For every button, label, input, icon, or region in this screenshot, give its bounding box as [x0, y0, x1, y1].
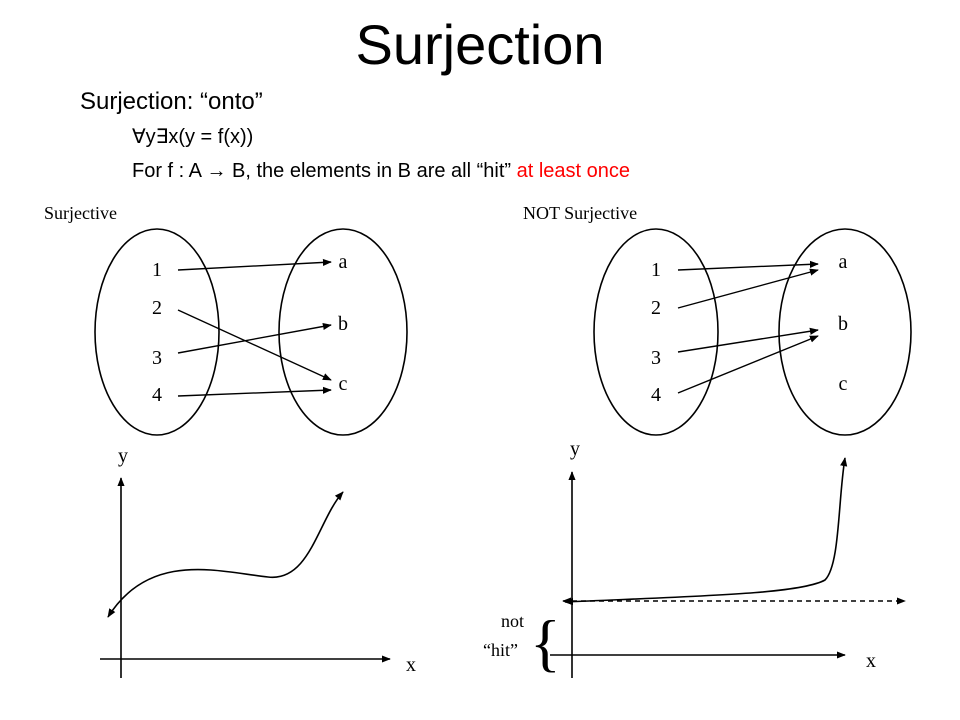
codomain-element: a	[839, 251, 848, 273]
codomain-element: b	[838, 313, 848, 335]
mapping-arrow	[677, 268, 819, 309]
mapping-arrow	[177, 309, 332, 381]
domain-element: 1	[152, 259, 162, 281]
codomain-element: a	[339, 251, 348, 273]
domain-element: 4	[152, 384, 162, 406]
mapping-arrow	[177, 386, 332, 397]
domain-element: 2	[651, 297, 661, 319]
surjective-label: Surjective	[44, 203, 117, 223]
y-axis-label: y	[118, 445, 128, 467]
domain-element: 1	[651, 259, 661, 281]
not-hit-label-line2: “hit”	[483, 640, 518, 660]
mapping-arrow	[177, 322, 332, 354]
codomain-element: b	[338, 313, 348, 335]
not-surjective-diagram: NOT Surjective 1 2 3 4 a b c	[523, 203, 912, 436]
surjective-diagram: Surjective 1 2 3 4 a b c	[44, 203, 408, 436]
y-axis-label: y	[570, 438, 580, 460]
surjective-graph: y x	[100, 445, 416, 678]
x-axis-label: x	[866, 650, 876, 672]
domain-element: 4	[651, 384, 661, 406]
codomain-set-B	[778, 228, 912, 436]
not-surjective-graph: y x not “hit” {	[483, 438, 906, 678]
slide-subtitle: Surjection: “onto”	[80, 88, 263, 115]
not-surjective-label: NOT Surjective	[523, 203, 637, 223]
codomain-element: c	[339, 373, 348, 395]
mapping-arrow	[677, 260, 819, 271]
mapping-arrow	[677, 327, 819, 353]
domain-element: 2	[152, 297, 162, 319]
description-highlight: at least once	[516, 160, 631, 182]
description-text: For f : A → B, the elements in B are all…	[132, 160, 517, 182]
codomain-element: c	[839, 373, 848, 395]
domain-element: 3	[651, 347, 661, 369]
mapping-arrow	[177, 258, 332, 271]
x-axis-label: x	[406, 654, 416, 676]
mapping-arrow	[677, 335, 819, 394]
function-curve	[564, 457, 848, 606]
function-curve	[107, 491, 344, 618]
description: For f : A → B, the elements in B are all…	[132, 160, 630, 183]
domain-set-A	[593, 228, 719, 436]
domain-element: 3	[152, 347, 162, 369]
formula: ∀y∃x(y = f(x))	[132, 126, 254, 148]
domain-set-A	[94, 228, 220, 436]
codomain-set-B	[278, 228, 408, 436]
not-hit-label-line1: not	[501, 611, 524, 631]
not-hit-brace: {	[530, 607, 561, 678]
slide-title: Surjection	[355, 13, 605, 76]
